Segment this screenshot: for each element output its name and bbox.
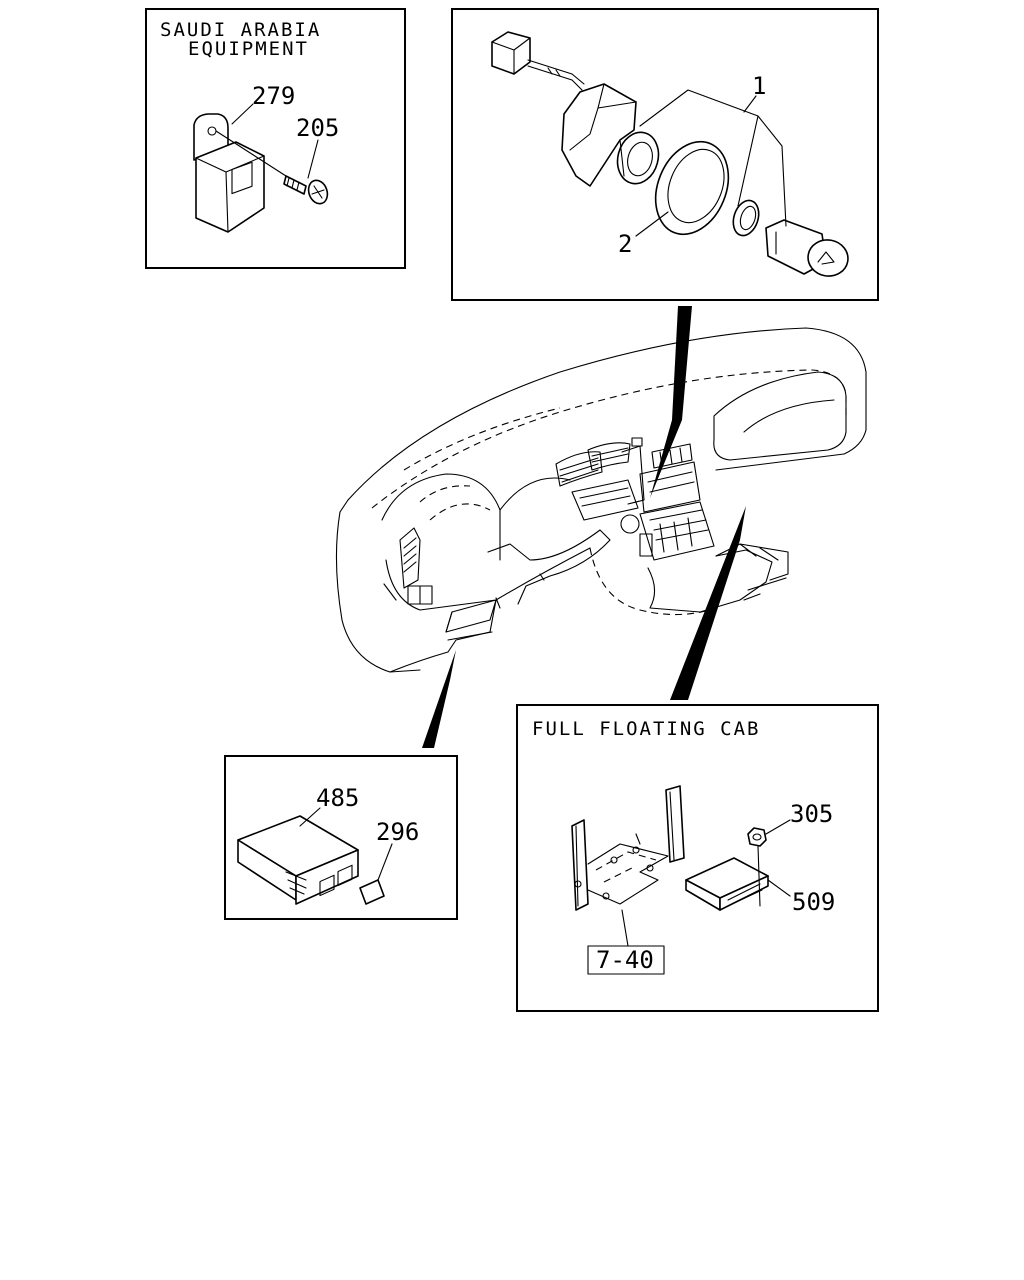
label-279: 279 <box>252 82 295 110</box>
label-2: 2 <box>618 230 632 258</box>
nut-part <box>747 827 767 907</box>
leader-279 <box>231 103 254 125</box>
full-floating-cab-panel: FULL FLOATING CAB <box>516 704 879 1012</box>
saudi-panel-frame <box>145 8 406 269</box>
cigar-panel-frame <box>451 8 879 301</box>
saudi-arabia-panel: SAUDI ARABIA EQUIPMENT 279 205 <box>145 8 406 269</box>
leader-485 <box>299 807 321 827</box>
leader-bracket-1b <box>737 115 759 207</box>
label-205: 205 <box>296 114 339 142</box>
leader-296 <box>377 843 393 881</box>
cigar-lighter-panel: 1 2 <box>451 8 879 301</box>
radio-panel: 485 296 <box>224 755 458 920</box>
leader-305 <box>765 819 791 835</box>
callout-wedge-top <box>650 306 692 498</box>
fullfloat-panel-frame <box>516 704 879 1012</box>
dashboard-drawing <box>335 327 867 673</box>
label-305: 305 <box>790 800 833 828</box>
label-296: 296 <box>376 818 419 846</box>
label-1: 1 <box>752 72 766 100</box>
small-ring-part <box>732 199 760 237</box>
socket-body-part <box>561 83 660 187</box>
lighter-plug-part <box>765 219 849 277</box>
callout-wedge-left <box>422 650 456 748</box>
control-module-part <box>685 857 769 911</box>
ring-part <box>654 140 730 236</box>
faceplate-part <box>359 879 385 905</box>
leader-509 <box>767 879 791 897</box>
bracket-part <box>571 785 685 911</box>
radio-unit-part <box>237 815 359 905</box>
connector-part <box>491 31 585 91</box>
relay-part <box>193 113 265 233</box>
fullfloat-caption: FULL FLOATING CAB <box>532 718 760 740</box>
ref-7-40-box <box>587 945 665 975</box>
label-509: 509 <box>792 888 835 916</box>
leader-1 <box>743 95 757 113</box>
callout-wedge-right <box>670 506 746 700</box>
ref-7-40: 7-40 <box>596 946 654 974</box>
radio-panel-frame <box>224 755 458 920</box>
leader-205 <box>307 139 319 179</box>
saudi-caption-line2: EQUIPMENT <box>188 38 309 60</box>
saudi-caption-line1: SAUDI ARABIA <box>160 19 321 41</box>
screw-part <box>283 175 329 205</box>
leader-2 <box>635 211 669 237</box>
label-485: 485 <box>316 784 359 812</box>
leader-screw-to-relay <box>215 130 287 177</box>
leader-7-40 <box>621 909 629 947</box>
